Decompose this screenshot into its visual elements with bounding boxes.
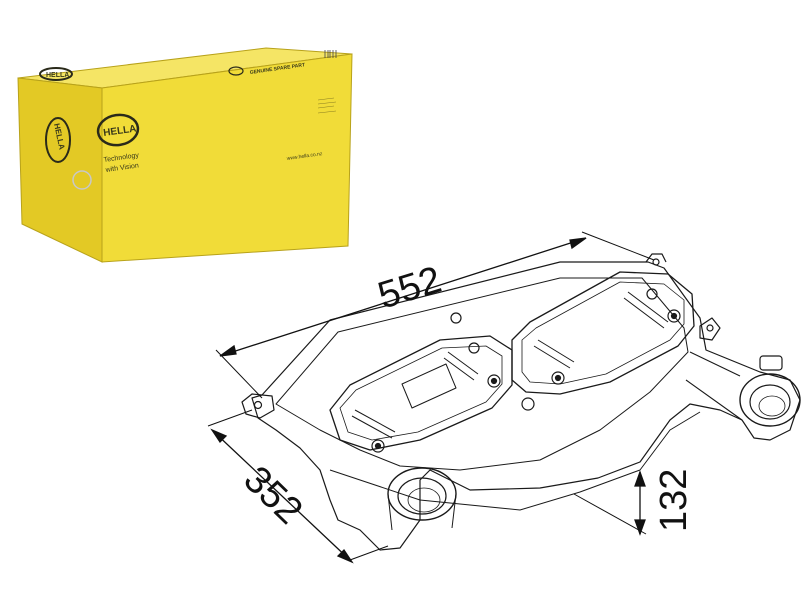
bolt-icon: [551, 371, 565, 385]
left-port-inner: [397, 477, 447, 515]
watermark-emblem-icon: [72, 170, 92, 190]
arrow-head-icon: [210, 428, 228, 444]
right-cover-plate: [511, 271, 695, 395]
box-label-lines: [317, 97, 337, 114]
box-tagline-line1: Technology: [103, 152, 140, 164]
right-mount-tab: [699, 317, 721, 341]
box-barcode: [324, 50, 337, 58]
bolt-icon: [468, 342, 480, 354]
right-plate-inner: [521, 281, 685, 385]
box-tagline-line2: with Vision: [104, 162, 139, 174]
bolt-icon: [490, 377, 498, 385]
right-pipe: [685, 351, 743, 421]
left-port-bore: [407, 487, 441, 513]
hella-logo-top-icon: [39, 67, 73, 81]
box-brand-front: HELLA: [103, 123, 138, 139]
sensor-plug: [759, 355, 783, 371]
oil-cooler-part: [241, 253, 801, 551]
extension-line: [573, 493, 647, 535]
plate-label-window: [401, 363, 457, 409]
length-dimension-line: [219, 237, 587, 357]
product-box: HELLA HELLA HELLA Technology with Vision…: [17, 47, 353, 263]
width-dimension-label: 352: [235, 458, 310, 532]
arrow-head-icon: [219, 344, 237, 357]
cooler-base-contour: [329, 411, 701, 511]
box-brand-top: HELLA: [46, 72, 69, 79]
right-plate-slot-2: [623, 291, 669, 329]
dimension-annotations: [207, 231, 655, 564]
extension-line: [349, 545, 389, 561]
left-cover-plate: [329, 335, 513, 451]
bolt-icon: [667, 309, 681, 323]
bolt-icon: [554, 374, 562, 382]
bolt-icon: [670, 312, 678, 320]
width-dimension-line: [211, 429, 353, 563]
mount-hole-icon: [706, 324, 714, 332]
hella-logo-front-icon: [96, 113, 140, 147]
mount-hole-icon: [253, 400, 263, 410]
arrow-head-icon: [569, 237, 587, 250]
bolt-icon: [646, 288, 658, 300]
hella-logo-side-icon: [45, 117, 71, 163]
extension-line: [581, 231, 655, 261]
mounting-bolts: [371, 288, 681, 453]
bolt-icon: [374, 442, 382, 450]
right-port-outer: [739, 373, 801, 427]
left-mount-tab: [241, 393, 275, 419]
arrow-head-icon: [634, 519, 646, 536]
height-dimension-label: 132: [653, 469, 695, 532]
bolt-icon: [487, 374, 501, 388]
arrow-head-icon: [336, 548, 354, 564]
left-port-wall: [387, 493, 393, 531]
extension-line: [207, 409, 253, 427]
extension-line: [215, 349, 263, 399]
left-plate-slot: [351, 409, 396, 439]
left-port-wall: [451, 493, 457, 529]
mount-hole-icon: [652, 258, 660, 266]
cooler-body-outline: [251, 261, 801, 551]
left-plate-inner: [339, 345, 503, 441]
left-plate-slot-2: [443, 351, 479, 381]
box-side-face: [17, 77, 103, 263]
right-port-bore: [758, 395, 786, 417]
arrow-head-icon: [634, 470, 646, 487]
right-port-inner: [749, 384, 791, 420]
cooler-inner-rim: [275, 277, 689, 471]
box-website: www.hella.co.nz: [286, 151, 323, 162]
hella-mini-logo-icon: [228, 66, 244, 76]
bolt-icon: [371, 439, 385, 453]
right-plate-slot: [533, 339, 575, 369]
bolt-icon: [450, 312, 462, 324]
bolt-icon: [521, 397, 535, 411]
